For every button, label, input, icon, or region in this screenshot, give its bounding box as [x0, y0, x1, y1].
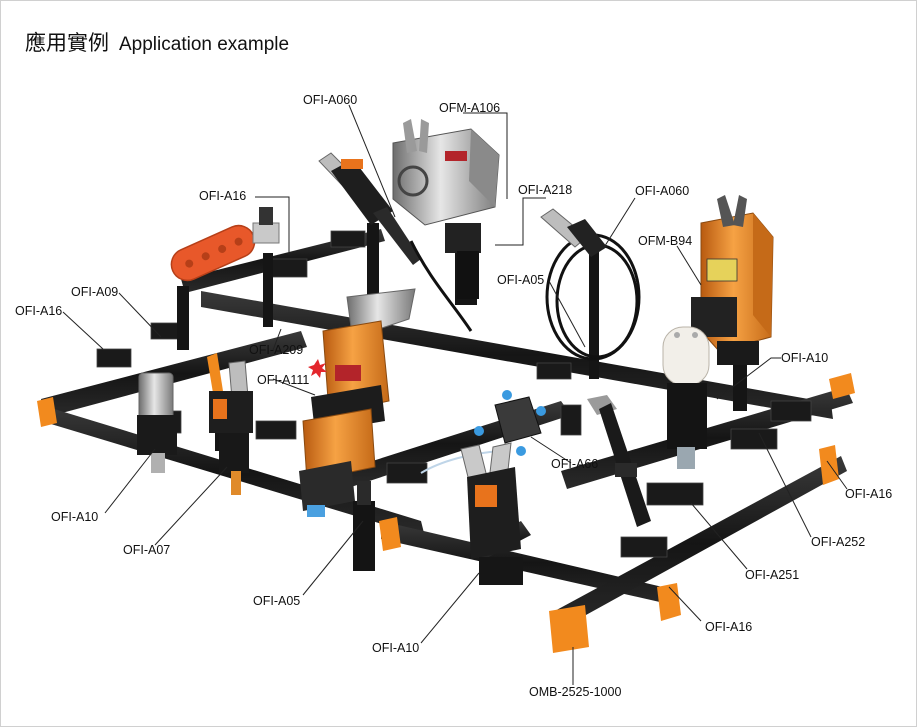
label-ofi-a209: OFI-A209	[249, 343, 304, 357]
label-ofi-a66: OFI-A66	[551, 457, 599, 471]
gripper-ofm-a106	[392, 119, 500, 299]
title-chinese: 應用實例	[25, 31, 109, 55]
label-ofm-a106: OFM-A106	[439, 101, 501, 115]
block	[386, 462, 428, 484]
cylinder-ofi-a10-left	[137, 372, 177, 473]
post-ofi-a05-bottom	[353, 481, 375, 571]
rail-bottom	[551, 456, 847, 631]
jaw-ofi-a060-right	[540, 208, 607, 257]
label-ofi-a16-top: OFI-A16	[199, 189, 247, 203]
label-ofi-a05-bottom: OFI-A05	[253, 594, 301, 608]
leader-lines	[62, 104, 848, 685]
red-marker	[308, 359, 327, 378]
end-cap-left	[37, 397, 57, 427]
block	[270, 258, 308, 278]
block	[255, 420, 297, 440]
end-cap-bottom	[549, 605, 589, 653]
label-ofi-a07: OFI-A07	[123, 543, 171, 557]
block	[330, 230, 366, 248]
post	[263, 253, 273, 327]
gripper-ofm-b94	[691, 195, 774, 365]
post	[177, 286, 189, 350]
end-cap-right-top	[829, 373, 855, 399]
title-english: Application example	[119, 34, 290, 55]
label-ofi-a09: OFI-A09	[71, 285, 119, 299]
end-cap-center	[379, 517, 401, 551]
suction-pad	[170, 207, 280, 282]
label-ofi-a10-right: OFI-A10	[781, 351, 829, 365]
label-ofi-a10-left: OFI-A10	[51, 510, 99, 524]
end-cap-right	[819, 445, 839, 485]
post	[367, 223, 379, 303]
label-ofi-a060-top: OFI-A060	[303, 93, 358, 107]
block	[620, 536, 668, 558]
label-omb-2525-1000: OMB-2525-1000	[529, 685, 622, 699]
rail-left-front	[41, 331, 307, 417]
label-ofi-a060-right: OFI-A060	[635, 184, 690, 198]
label-ofi-a10-bottom: OFI-A10	[372, 641, 420, 655]
label-ofi-a252: OFI-A252	[811, 535, 866, 549]
cylinder-ofi-a10-right	[662, 326, 710, 469]
label-ofi-a16-left: OFI-A16	[15, 304, 63, 318]
label-ofi-a218: OFI-A218	[518, 183, 573, 197]
label-ofi-a251: OFI-A251	[745, 568, 800, 582]
arm-ofi-a251	[587, 395, 651, 527]
label-ofi-a05-mid: OFI-A05	[497, 273, 545, 287]
block	[536, 362, 572, 380]
post	[589, 239, 599, 379]
label-ofm-b94: OFM-B94	[638, 234, 693, 248]
block	[560, 404, 582, 436]
gripper-ofi-a111	[299, 288, 416, 517]
label-ofi-a16-bottom: OFI-A16	[705, 620, 753, 634]
rail-front-long	[381, 521, 673, 605]
block	[770, 400, 812, 422]
gripper-ofi-a10-bottom	[460, 442, 523, 585]
gripper-ofi-a07	[207, 353, 253, 495]
block	[646, 482, 704, 506]
valve-ofi-a66	[420, 390, 546, 474]
end-cap-front	[657, 583, 681, 621]
label-ofi-a111: OFI-A111	[257, 373, 310, 387]
label-ofi-a16-right: OFI-A16	[845, 487, 893, 501]
jaw-ofi-a060-top	[318, 152, 421, 265]
page-title: 應用實例 Application example	[25, 27, 289, 57]
block	[730, 428, 778, 450]
end-caps	[37, 373, 855, 653]
block	[96, 348, 132, 368]
